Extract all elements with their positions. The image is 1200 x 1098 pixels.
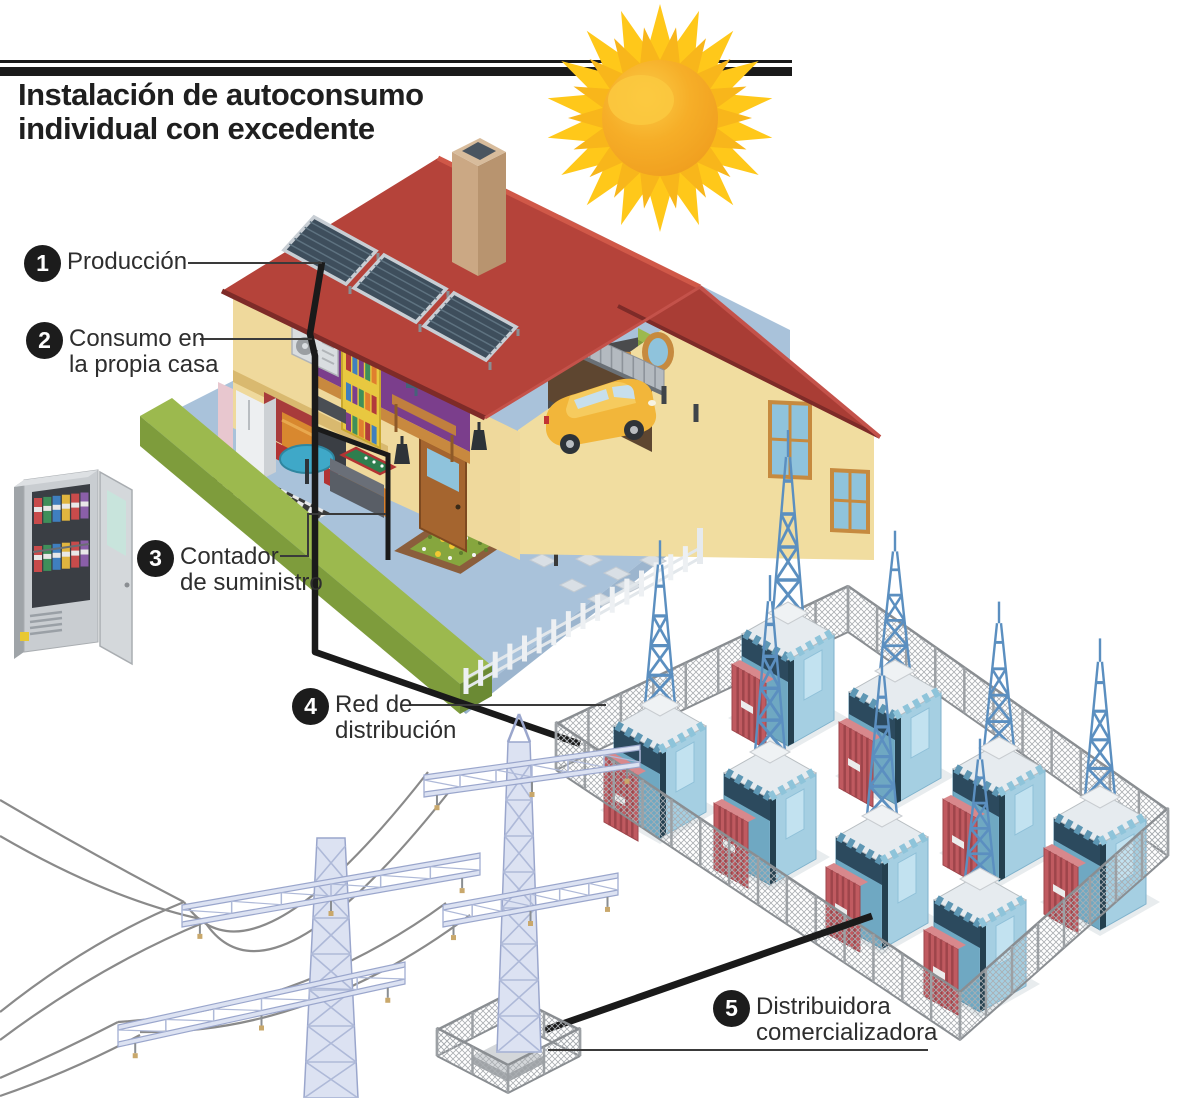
roof-left-slope	[222, 158, 700, 418]
distribution-substation	[554, 428, 1170, 1042]
warning-sticker	[20, 632, 29, 641]
wall-lantern-icon	[394, 422, 487, 464]
fridge	[236, 390, 264, 478]
label-5-text-2: comercializadora	[756, 1019, 938, 1046]
transmission-pylon-icon	[423, 713, 641, 1053]
label-1-text: Producción	[67, 248, 188, 275]
desk	[392, 394, 456, 436]
label-5-number: 5	[713, 990, 750, 1027]
sun-icon	[547, 4, 773, 232]
label-3-text-2: de suministro	[180, 569, 323, 596]
label-4-number: 4	[292, 688, 329, 725]
label-4-text-2: distribución	[335, 717, 457, 744]
label-3-text: Contador	[180, 543, 279, 570]
solar-house-icon	[204, 138, 882, 560]
title-line-2: individual con excedente	[18, 111, 375, 146]
label-2-text-2: la propia casa	[69, 351, 219, 378]
substation-fence-icon	[554, 720, 1170, 1042]
circuit-breakers	[34, 492, 89, 572]
power-cable-icon	[306, 261, 582, 748]
power-cable-icon	[543, 912, 874, 1034]
sofa	[330, 470, 384, 518]
label-consumo: 2 Consumo en la propia casa	[26, 322, 218, 378]
label-1-number: 1	[24, 245, 61, 282]
solar-panel-icon	[281, 214, 520, 370]
picket-fence	[463, 528, 703, 694]
label-5-text: Distribuidora	[756, 993, 891, 1020]
label-3-number: 3	[137, 540, 174, 577]
transmission-pylon-icon	[117, 837, 481, 1098]
header-rules	[0, 60, 792, 76]
title-line-1: Instalación de autoconsumo	[18, 77, 424, 112]
meter-cabinet-icon	[14, 469, 133, 666]
label-2-text: Consumo en	[69, 325, 206, 352]
label-produccion: 1 Producción	[24, 245, 187, 282]
page-title: Instalación de autoconsumo individual co…	[18, 78, 424, 146]
chimney	[452, 138, 506, 276]
label-red-distribucion: 4 Red de distribución	[292, 688, 456, 744]
power-line-icon	[0, 771, 471, 1098]
car-icon	[544, 378, 657, 454]
label-connectors	[188, 262, 928, 1051]
label-distribuidora: 5 Distribuidora comercializadora	[713, 990, 937, 1046]
foosball-table	[339, 446, 397, 476]
label-2-number: 2	[26, 322, 63, 359]
label-contador: 3 Contador de suministro	[137, 540, 323, 596]
label-4-text: Red de	[335, 691, 413, 718]
cutaway-interior	[204, 298, 470, 529]
